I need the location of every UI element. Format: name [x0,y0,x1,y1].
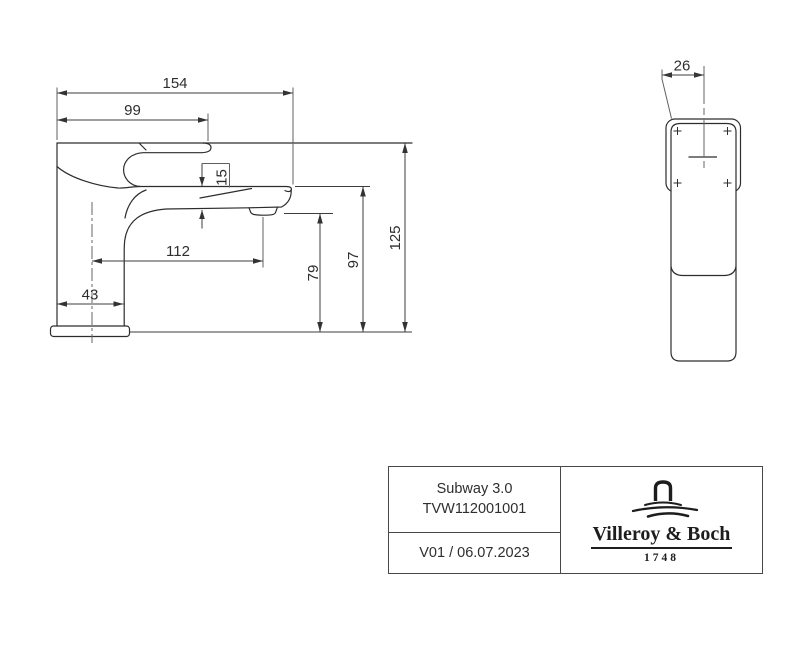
dim-label-lever-reach: 99 [124,102,141,119]
title-block-left-column: Subway 3.0 TVW112001001 V01 / 06.07.2023 [389,467,561,573]
dimension-arrowheads [57,72,704,332]
front-body-outline [670,122,737,362]
dim-label-outlet-height: 79 [305,265,322,282]
title-block: Subway 3.0 TVW112001001 V01 / 06.07.2023… [388,466,763,574]
dim-label-spout-reach: 112 [166,243,190,260]
side-view-dimensions [56,87,412,333]
version-date: V01 / 06.07.2023 [419,545,530,561]
brand-logo: Villeroy & Boch 1748 [561,467,762,573]
dim-label-body-depth: 43 [82,287,99,304]
body-shoulder [56,165,141,189]
dim-label-spout-top-height: 97 [345,252,362,269]
dim-label-lever-width: 26 [674,58,691,75]
product-name: Subway 3.0 [436,481,513,498]
brand-year: 1748 [644,552,679,564]
product-info-cell: Subway 3.0 TVW112001001 [389,467,560,533]
neck-bevel-line [124,189,147,219]
front-body-separation [670,266,737,277]
lever-seam-tick [138,142,147,151]
spout-top-edge [139,185,292,193]
aerator-outlet [248,206,279,216]
dim-label-total-depth: 154 [162,75,187,92]
front-view-dimensions [661,69,704,119]
faucet-front-view [665,118,742,362]
villeroy-boch-logo-icon [631,480,698,518]
front-plus-marks [673,127,732,187]
base-plate [49,325,131,338]
spout-inner-diagonal [199,187,253,199]
spout-front-and-underside [123,189,292,327]
dim-label-spout-thickness: 15 [214,169,231,186]
lever-underside [122,142,212,188]
brand-name: Villeroy & Boch [590,523,733,549]
dim-label-total-height: 125 [387,225,404,250]
faucet-side-view [49,142,413,338]
article-number: TVW112001001 [422,500,527,517]
